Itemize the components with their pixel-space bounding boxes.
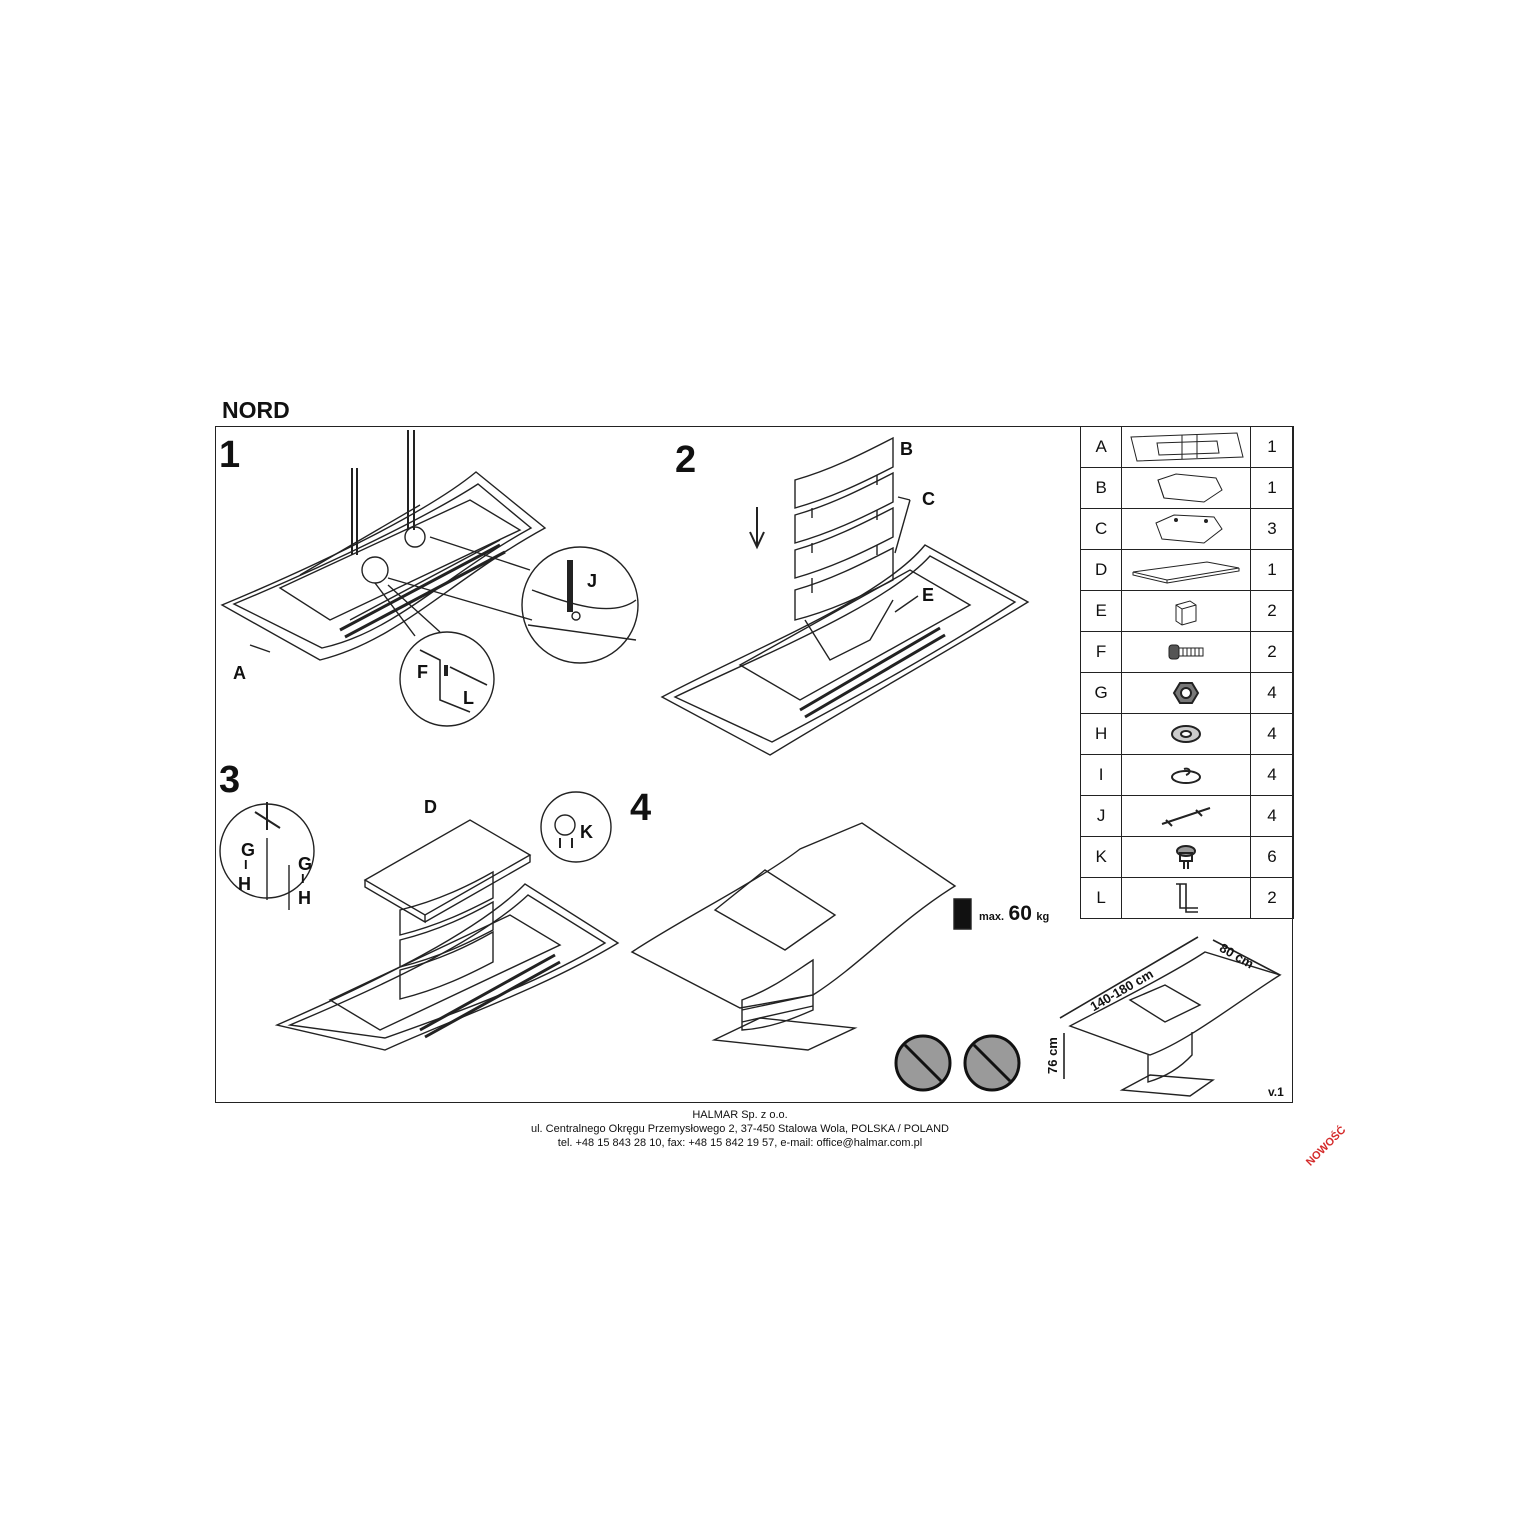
step-3-number: 3 — [219, 759, 241, 801]
part-letter: K — [1079, 836, 1123, 878]
callout-l: L — [463, 688, 474, 708]
callout-e: E — [922, 585, 935, 605]
part-letter: E — [1079, 590, 1123, 632]
part-picture — [1121, 467, 1251, 509]
part-quantity: 4 — [1249, 672, 1295, 714]
part-picture — [1121, 836, 1251, 878]
step2-illustration — [660, 436, 1030, 756]
document-title: NORD — [222, 397, 290, 423]
callout-i-left: I — [244, 857, 248, 872]
callout-d: D — [424, 797, 437, 817]
version-label: v.1 — [1268, 1085, 1284, 1099]
nut-icon — [1172, 682, 1200, 704]
parts-row: E 2 — [1079, 590, 1295, 632]
part-quantity: 4 — [1249, 713, 1295, 755]
part-picture — [1121, 590, 1251, 632]
part-quantity: 1 — [1249, 549, 1295, 591]
part-picture — [1121, 754, 1251, 796]
part-letter: J — [1079, 795, 1123, 837]
parts-row: I 4 — [1079, 754, 1295, 796]
angle-bracket-icon — [1176, 883, 1199, 913]
part-letter: F — [1079, 631, 1123, 673]
callout-a: A — [233, 663, 246, 683]
height-dimension: 76 cm — [1045, 1037, 1060, 1074]
step4-illustration — [630, 822, 972, 1051]
company-footer: HALMAR Sp. z o.o. ul. Centralnego Okręgu… — [440, 1108, 1040, 1150]
max-load-label: max. 60 kg — [979, 902, 1049, 926]
base-top-segment-icon — [1157, 473, 1223, 503]
part-picture — [1121, 877, 1251, 919]
parts-list-table: A 1 B 1 C 3 — [1079, 426, 1295, 919]
parts-row: A 1 — [1079, 426, 1295, 468]
parts-row: K 6 — [1079, 836, 1295, 878]
part-picture — [1121, 508, 1251, 550]
leveling-foot-icon — [1176, 845, 1197, 869]
part-picture — [1121, 795, 1251, 837]
parts-row: G 4 — [1079, 672, 1295, 714]
max-load-unit: kg — [1036, 911, 1050, 923]
company-address: ul. Centralnego Okręgu Przemysłowego 2, … — [530, 1123, 949, 1135]
callout-h-right: H — [298, 888, 311, 908]
part-quantity: 3 — [1249, 508, 1295, 550]
part-picture — [1121, 713, 1251, 755]
part-quantity: 4 — [1249, 795, 1295, 837]
callout-h-left: H — [238, 874, 251, 894]
part-letter: A — [1079, 426, 1123, 468]
part-letter: L — [1079, 877, 1123, 919]
parts-row: C 3 — [1079, 508, 1295, 550]
part-letter: D — [1079, 549, 1123, 591]
parts-row: F 2 — [1079, 631, 1295, 673]
callout-f: F — [417, 662, 428, 682]
base-segment-icon — [1155, 514, 1223, 544]
table-top-frame-icon — [1130, 432, 1244, 462]
parts-row: D 1 — [1079, 549, 1295, 591]
bolt-icon — [1168, 644, 1204, 660]
bracket-block-icon — [1175, 600, 1197, 626]
callout-j: J — [587, 571, 598, 591]
part-quantity: 2 — [1249, 631, 1295, 673]
part-letter: G — [1079, 672, 1123, 714]
max-load-prefix: max. — [979, 911, 1005, 923]
part-letter: I — [1079, 754, 1123, 796]
washer-icon — [1171, 725, 1202, 743]
part-quantity: 2 — [1249, 877, 1295, 919]
part-picture — [1121, 549, 1251, 591]
part-picture — [1121, 426, 1251, 468]
part-quantity: 2 — [1249, 590, 1295, 632]
parts-row: L 2 — [1079, 877, 1295, 919]
part-letter: B — [1079, 467, 1123, 509]
threaded-rod-icon — [1161, 807, 1211, 827]
parts-row: H 4 — [1079, 713, 1295, 755]
part-quantity: 4 — [1249, 754, 1295, 796]
part-letter: C — [1079, 508, 1123, 550]
step-1-number: 1 — [219, 434, 241, 476]
callout-c: C — [922, 489, 935, 509]
dimension-illustration — [1059, 936, 1282, 1097]
parts-row: J 4 — [1079, 795, 1295, 837]
callout-b: B — [900, 439, 913, 459]
part-quantity: 6 — [1249, 836, 1295, 878]
mounting-plate-icon — [1132, 561, 1240, 584]
callout-i-right: I — [301, 871, 305, 886]
callout-g-right: G — [298, 854, 313, 874]
part-picture — [1121, 672, 1251, 714]
step1-illustration — [220, 430, 639, 727]
step-2-number: 2 — [675, 439, 697, 481]
parts-row: B 1 — [1079, 467, 1295, 509]
spring-washer-icon — [1171, 767, 1202, 784]
step3-illustration — [219, 791, 620, 1051]
callout-k: K — [580, 822, 593, 842]
company-contact: tel. +48 15 843 28 10, fax: +48 15 842 1… — [557, 1137, 923, 1149]
part-letter: H — [1079, 713, 1123, 755]
part-quantity: 1 — [1249, 426, 1295, 468]
step-4-number: 4 — [630, 787, 652, 829]
company-name: HALMAR Sp. z o.o. — [692, 1109, 788, 1121]
max-load-value: 60 — [1008, 902, 1032, 925]
part-picture — [1121, 631, 1251, 673]
part-quantity: 1 — [1249, 467, 1295, 509]
callout-g-left: G — [241, 840, 256, 860]
